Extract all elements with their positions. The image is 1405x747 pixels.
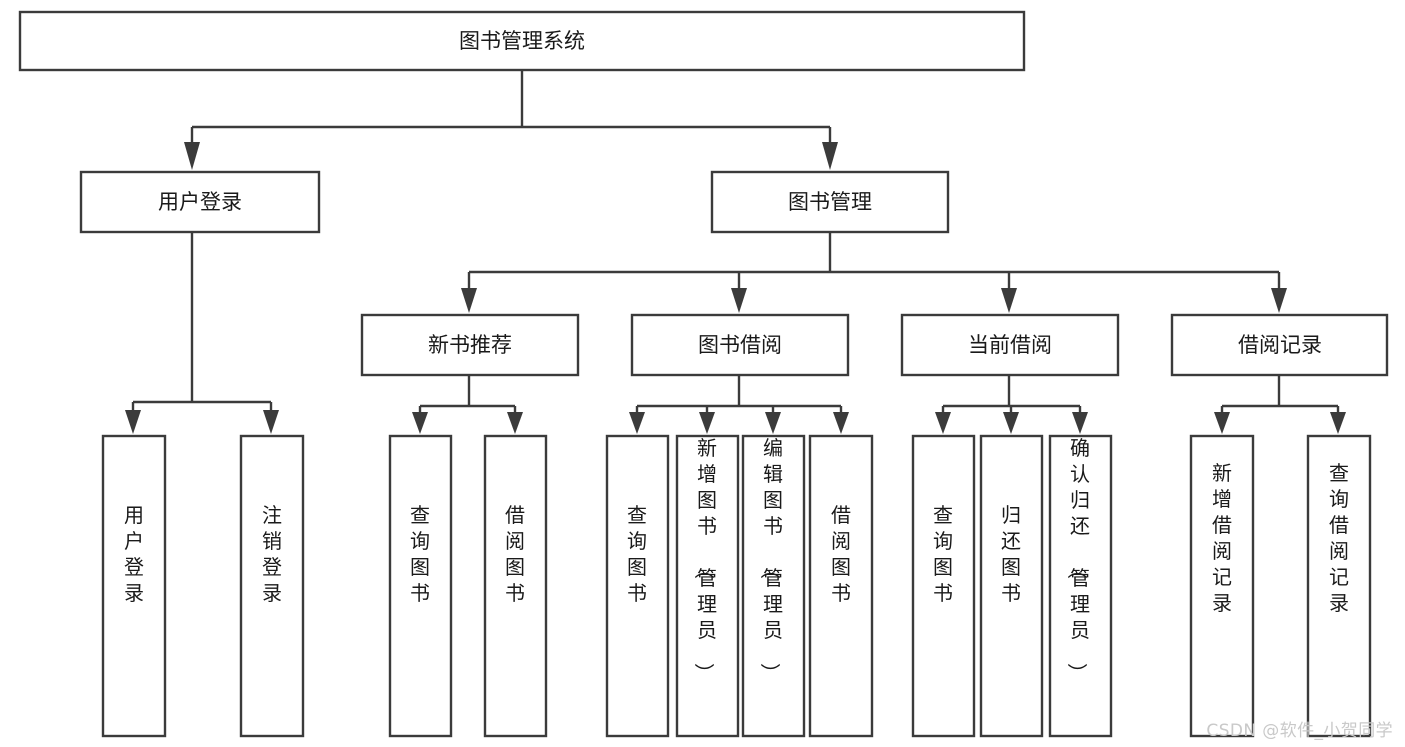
- arrowhead-leaf-user-login: [125, 410, 141, 434]
- arrowhead-new-book-recommend: [461, 288, 477, 313]
- node-leaf-bb-query-book-label: 查询图书: [627, 503, 647, 605]
- node-book-borrow-label: 图书借阅: [698, 333, 782, 357]
- arrowhead-bb-edit-book: [765, 412, 781, 434]
- node-book-management-box: [710, 170, 950, 234]
- node-root-label: 图书管理系统: [459, 29, 585, 53]
- node-leaf-bb-borrow-book[interactable]: 借阅图书: [808, 434, 874, 738]
- node-leaf-bb-borrow-book-box: [808, 434, 874, 738]
- arrowhead-cb-query-book: [935, 412, 951, 434]
- connector-group-book-borrow: [629, 375, 849, 434]
- node-borrow-record-box: [1170, 313, 1389, 377]
- arrowhead-user-login: [184, 142, 200, 170]
- node-leaf-br-add-record[interactable]: 新增借阅记录: [1189, 434, 1255, 738]
- arrowhead-book-borrow: [731, 288, 747, 313]
- node-leaf-br-add-record-box: [1189, 434, 1255, 738]
- node-leaf-nbr-borrow-book-box: [483, 434, 548, 738]
- node-root-box: [18, 10, 1026, 72]
- node-borrow-record-label: 借阅记录: [1238, 333, 1322, 357]
- connector-group-root: [184, 70, 838, 170]
- node-root-book-management-system[interactable]: 图书管理系统: [18, 10, 1026, 72]
- node-borrow-record[interactable]: 借阅记录: [1170, 313, 1389, 377]
- node-leaf-cb-confirm-return-label: 确认归还（管理员）: [1065, 436, 1090, 683]
- connector-group-current-borrow: [935, 375, 1088, 434]
- node-leaf-bb-add-book[interactable]: 新增图书（管理员）: [675, 434, 740, 738]
- arrowhead-current-borrow: [1001, 288, 1017, 313]
- node-leaf-user-login-label: 用户登录: [124, 503, 144, 605]
- node-leaf-bb-add-book-box: [675, 434, 740, 738]
- node-leaf-nbr-query-book[interactable]: 查询图书: [388, 434, 453, 738]
- node-user-login[interactable]: 用户登录: [79, 170, 321, 234]
- node-book-management[interactable]: 图书管理: [710, 170, 950, 234]
- node-leaf-nbr-borrow-book-label: 借阅图书: [505, 503, 525, 605]
- node-leaf-br-query-record[interactable]: 查询借阅记录: [1306, 434, 1372, 738]
- connector-group-borrow-record: [1214, 375, 1346, 434]
- node-leaf-cb-query-book-box: [911, 434, 976, 738]
- arrowhead-bb-borrow-book: [833, 412, 849, 434]
- node-leaf-bb-edit-book-label: 编辑图书（管理员）: [758, 436, 783, 683]
- node-leaf-br-add-record-label: 新增借阅记录: [1212, 461, 1232, 615]
- connector-group-new-book-recommend: [412, 375, 523, 434]
- node-leaf-cb-confirm-return[interactable]: 确认归还（管理员）: [1048, 434, 1113, 738]
- arrowhead-br-add-record: [1214, 412, 1230, 434]
- node-new-book-recommend[interactable]: 新书推荐: [360, 313, 580, 377]
- arrowhead-nbr-query-book: [412, 412, 428, 434]
- node-leaf-nbr-query-book-box: [388, 434, 453, 738]
- node-leaf-bb-query-book-box: [605, 434, 670, 738]
- arrowhead-bb-query-book: [629, 412, 645, 434]
- arrowhead-br-query-record: [1330, 412, 1346, 434]
- node-current-borrow[interactable]: 当前借阅: [900, 313, 1120, 377]
- node-leaf-bb-edit-book-box: [741, 434, 806, 738]
- connector-group-user-login: [125, 232, 279, 434]
- arrowhead-leaf-logout: [263, 410, 279, 434]
- node-leaf-cb-return-book-label: 归还图书: [1001, 503, 1021, 605]
- node-leaf-cb-return-book-box: [979, 434, 1044, 738]
- node-book-management-label: 图书管理: [788, 190, 872, 214]
- arrowhead-bb-add-book: [699, 412, 715, 434]
- node-book-borrow[interactable]: 图书借阅: [630, 313, 850, 377]
- node-leaf-bb-query-book[interactable]: 查询图书: [605, 434, 670, 738]
- arrowhead-nbr-borrow-book: [507, 412, 523, 434]
- node-leaf-logout-box: [239, 434, 305, 738]
- node-current-borrow-box: [900, 313, 1120, 377]
- node-new-book-recommend-box: [360, 313, 580, 377]
- node-leaf-br-query-record-box: [1306, 434, 1372, 738]
- node-user-login-label: 用户登录: [158, 190, 242, 214]
- node-new-book-recommend-label: 新书推荐: [428, 333, 512, 357]
- node-leaf-cb-query-book[interactable]: 查询图书: [911, 434, 976, 738]
- node-leaf-logout[interactable]: 注销登录: [239, 434, 305, 738]
- arrowhead-book-mgmt: [822, 142, 838, 170]
- node-leaf-cb-confirm-return-box: [1048, 434, 1113, 738]
- node-book-borrow-box: [630, 313, 850, 377]
- node-leaf-cb-query-book-label: 查询图书: [933, 503, 953, 605]
- node-leaf-bb-edit-book[interactable]: 编辑图书（管理员）: [741, 434, 806, 738]
- node-user-login-box: [79, 170, 321, 234]
- node-leaf-user-login[interactable]: 用户登录: [101, 434, 167, 738]
- node-leaf-cb-return-book[interactable]: 归还图书: [979, 434, 1044, 738]
- arrowhead-cb-confirm-return: [1072, 412, 1088, 434]
- node-leaf-bb-add-book-label: 新增图书（管理员）: [692, 436, 717, 683]
- node-leaf-bb-borrow-book-label: 借阅图书: [831, 503, 851, 605]
- node-leaf-nbr-query-book-label: 查询图书: [410, 503, 430, 605]
- node-leaf-user-login-box: [101, 434, 167, 738]
- node-leaf-logout-label: 注销登录: [262, 503, 282, 605]
- arrowhead-cb-return-book: [1003, 412, 1019, 434]
- arrowhead-borrow-record: [1271, 288, 1287, 313]
- node-leaf-nbr-borrow-book[interactable]: 借阅图书: [483, 434, 548, 738]
- connector-group-book-mgmt: [461, 232, 1287, 313]
- node-current-borrow-label: 当前借阅: [968, 333, 1052, 357]
- node-leaf-br-query-record-label: 查询借阅记录: [1329, 461, 1349, 615]
